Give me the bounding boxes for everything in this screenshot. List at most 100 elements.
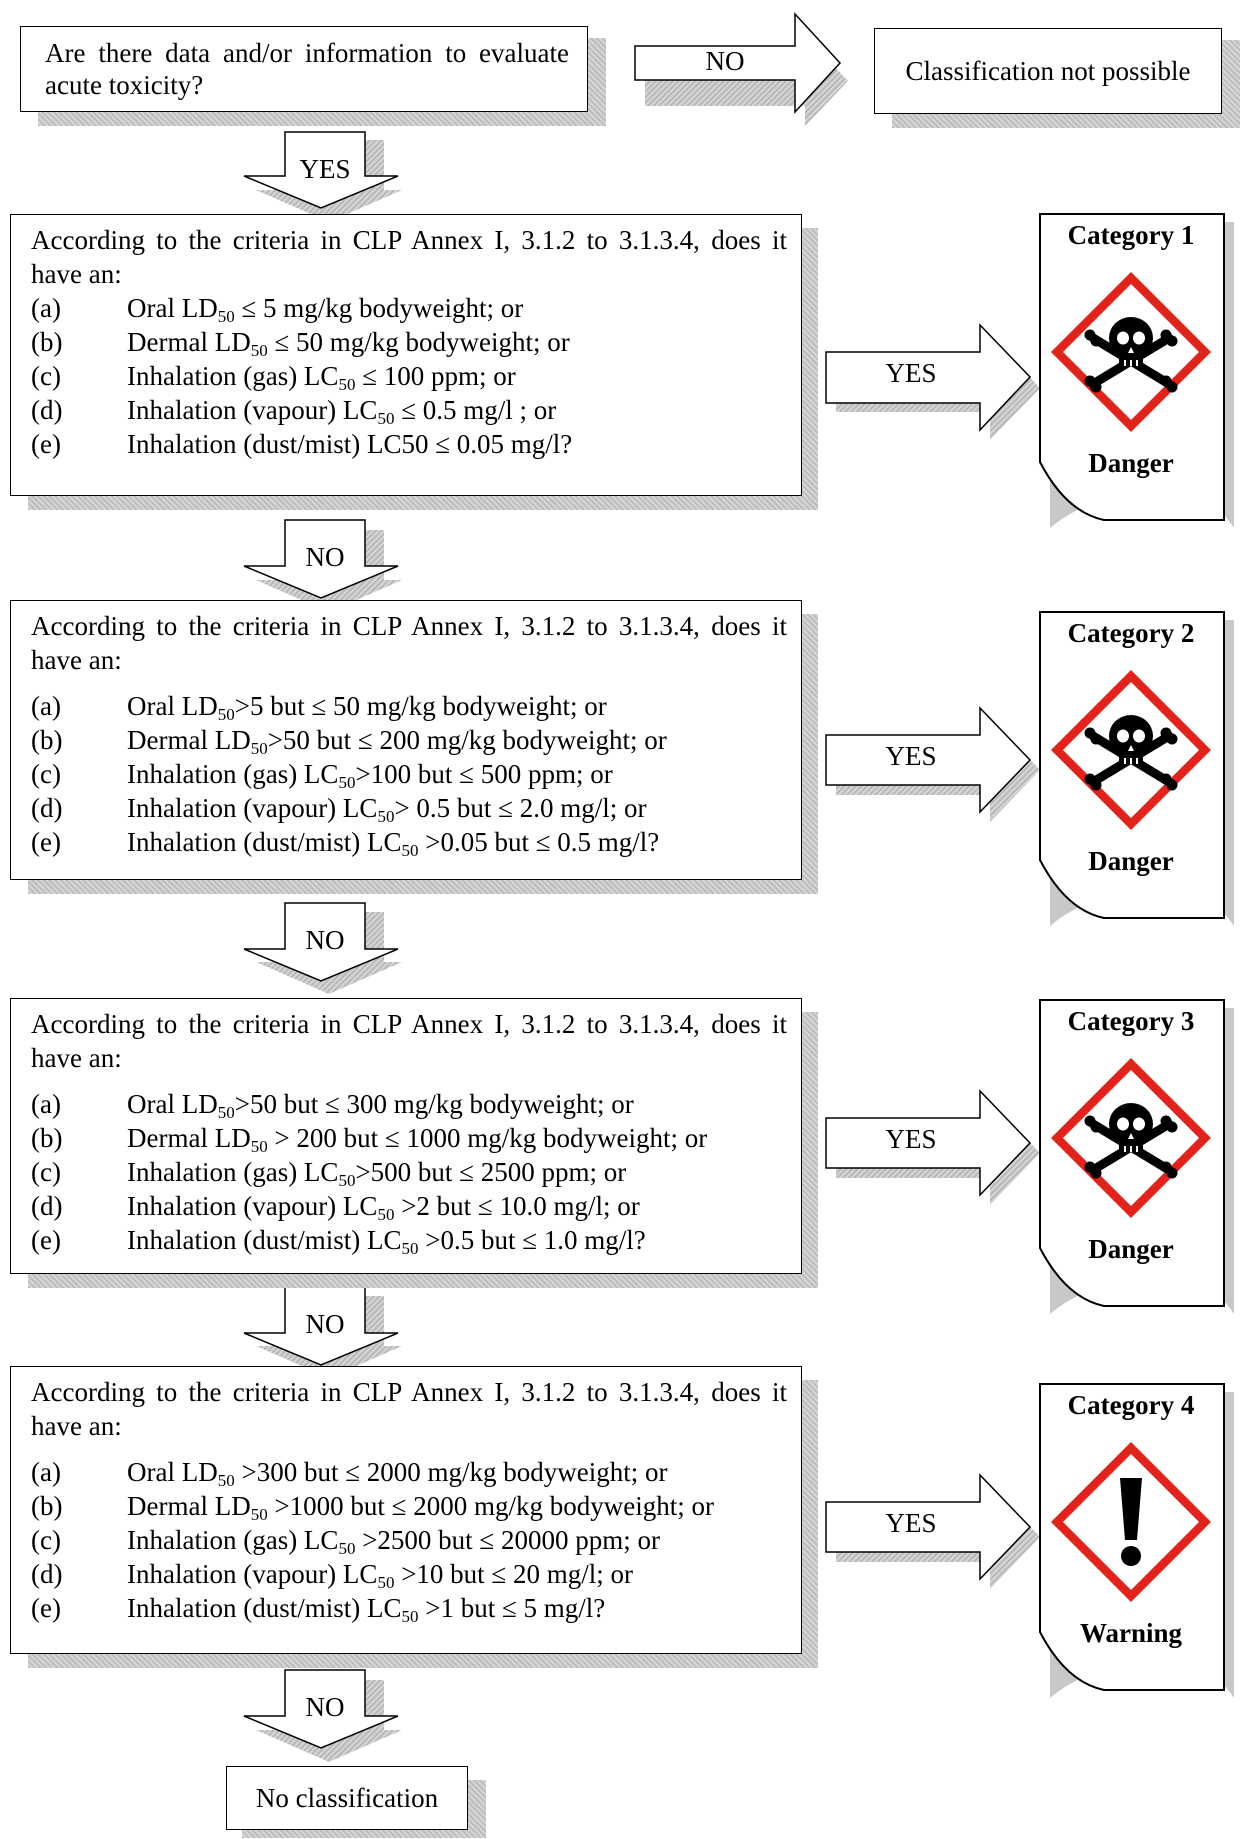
criteria-item-subscript: 50: [217, 307, 235, 326]
criteria-item-label: (a): [31, 293, 61, 323]
criteria-item-text-pre: Oral LD: [127, 691, 218, 721]
criteria-item-text: Oral LD50 ≤ 5 mg/kg bodyweight; or: [127, 291, 523, 325]
criteria-item-text: Inhalation (dust/mist) LC50 ≤ 0.05 mg/l?: [127, 427, 572, 461]
criteria-item-label: (d): [31, 1559, 63, 1589]
criteria-item-text: Dermal LD50 >1000 but ≤ 2000 mg/kg bodyw…: [127, 1489, 714, 1523]
skull-and-crossbones-icon: [1051, 670, 1211, 830]
criteria-item-text-post: >5 but ≤ 50 mg/kg bodyweight; or: [234, 691, 607, 721]
category-title: Category 3: [1067, 1006, 1195, 1036]
criteria-item-text: Inhalation (vapour) LC50 >2 but ≤ 10.0 m…: [127, 1189, 640, 1223]
classification-not-possible-text: Classification not possible: [905, 55, 1191, 86]
criteria-item-label: (b): [31, 1491, 63, 1521]
criteria-item-subscript: 50: [217, 705, 235, 724]
no-arrow-down-2: [243, 902, 402, 994]
criteria-item: (e) Inhalation (dust/mist) LC50 ≤ 0.05 m…: [31, 427, 787, 461]
criteria-item-text: Inhalation (vapour) LC50> 0.5 but ≤ 2.0 …: [127, 791, 646, 825]
no-label-down-3: NO: [305, 1309, 345, 1339]
criteria-item-subscript: 50: [377, 409, 395, 428]
criteria-item-text: Inhalation (dust/mist) LC50 >1 but ≤ 5 m…: [127, 1591, 605, 1625]
criteria-item-subscript: 50: [250, 1505, 268, 1524]
yes-label-4: YES: [885, 1508, 937, 1538]
category-card-shape: [1039, 611, 1234, 926]
criteria-item-label: (e): [31, 1225, 61, 1255]
criteria-item-text: Inhalation (gas) LC50 >2500 but ≤ 20000 …: [127, 1523, 660, 1557]
criteria-item-subscript: 50: [217, 1471, 235, 1490]
criteria-item-subscript: 50: [250, 739, 268, 758]
category-title: Category 2: [1067, 618, 1195, 648]
criteria-item-text-post: >2 but ≤ 10.0 mg/l; or: [394, 1191, 640, 1221]
no-label-down-4: NO: [305, 1692, 345, 1722]
criteria-item-text: Inhalation (gas) LC50 ≤ 100 ppm; or: [127, 359, 516, 393]
criteria-item-text-post: ≤ 50 mg/kg bodyweight; or: [267, 327, 570, 357]
criteria-item-label: (a): [31, 1457, 61, 1487]
criteria-item-label: (d): [31, 793, 63, 823]
criteria-item: (c)Inhalation (gas) LC50 ≤ 100 ppm; or: [31, 359, 787, 393]
criteria-item-subscript: 50: [401, 841, 419, 860]
criteria-item-text-post: >10 but ≤ 20 mg/l; or: [394, 1559, 633, 1589]
criteria-item-subscript: 50: [401, 1607, 419, 1626]
criteria-item-subscript: 50: [401, 1239, 419, 1258]
criteria-item-text-post: > 200 but ≤ 1000 mg/kg bodyweight; or: [267, 1123, 708, 1153]
yes-arrow-right-3: [825, 1089, 1040, 1205]
criteria-item-text-pre: Inhalation (vapour) LC: [127, 395, 378, 425]
criteria-item: (d) Inhalation (vapour) LC50 >10 but ≤ 20…: [31, 1557, 787, 1591]
criteria-item-text-post: >300 but ≤ 2000 mg/kg bodyweight; or: [234, 1457, 668, 1487]
no-label-right: NO: [705, 46, 745, 76]
yes-label-1: YES: [885, 358, 937, 388]
criteria-item-subscript: 50: [377, 1205, 395, 1224]
no-label-down-1: NO: [305, 542, 345, 572]
criteria-item-text-pre: Oral LD: [127, 293, 218, 323]
criteria-item: (a)Oral LD50>5 but ≤ 50 mg/kg bodyweight…: [31, 689, 787, 723]
criteria-item-text-pre: Inhalation (gas) LC: [127, 1157, 339, 1187]
category-card-shape: [1039, 999, 1234, 1314]
criteria-item-label: (a): [31, 1089, 61, 1119]
criteria-item-text: Inhalation (vapour) LC50 ≤ 0.5 mg/l ; or: [127, 393, 556, 427]
spacer: [31, 1075, 787, 1087]
start-question-box: Are there data and/or information to eva…: [20, 26, 588, 112]
no-classification-text: No classification: [255, 1782, 439, 1813]
criteria-item-text-post: >2500 but ≤ 20000 ppm; or: [355, 1525, 660, 1555]
criteria-item-text-post: ≤ 5 mg/kg bodyweight; or: [234, 293, 524, 323]
criteria-item: (d)Inhalation (vapour) LC50 ≤ 0.5 mg/l ;…: [31, 393, 787, 427]
criteria-item-text-post: >500 but ≤ 2500 ppm; or: [355, 1157, 627, 1187]
criteria-item-text-pre: Oral LD: [127, 1457, 218, 1487]
skull-and-crossbones-icon: [1051, 272, 1211, 432]
criteria-item-text: Inhalation (dust/mist) LC50 >0.5 but ≤ 1…: [127, 1223, 646, 1257]
criteria-item-subscript: 50: [338, 1171, 356, 1190]
criteria-item-subscript: 50: [338, 375, 356, 394]
criteria-item-text: Inhalation (gas) LC50>500 but ≤ 2500 ppm…: [127, 1155, 626, 1189]
criteria-item-text: Inhalation (gas) LC50>100 but ≤ 500 ppm;…: [127, 757, 613, 791]
criteria-item: (e)Inhalation (dust/mist) LC50 >1 but ≤ …: [31, 1591, 787, 1625]
criteria-item-label: (b): [31, 327, 63, 357]
category-title: Category 1: [1067, 220, 1195, 250]
criteria-item-text-post: >100 but ≤ 500 ppm; or: [355, 759, 613, 789]
criteria-item-text-pre: Inhalation (vapour) LC: [127, 1559, 378, 1589]
criteria-item-label: (c): [31, 1525, 61, 1555]
criteria-item-text-pre: Dermal LD: [127, 725, 251, 755]
criteria-item-label: (e): [31, 827, 61, 857]
criteria-item-text-post: >0.05 but ≤ 0.5 mg/l?: [418, 827, 660, 857]
category-card-shape: [1039, 213, 1234, 528]
criteria-item-subscript: 50: [250, 341, 268, 360]
criteria-box-3: According to the criteria in CLP Annex I…: [10, 998, 802, 1274]
criteria-item: (a) Oral LD50 >300 but ≤ 2000 mg/kg bodyw…: [31, 1455, 787, 1489]
criteria-item-text: Inhalation (dust/mist) LC50 >0.05 but ≤ …: [127, 825, 659, 859]
criteria-item-text: Dermal LD50 > 200 but ≤ 1000 mg/kg bodyw…: [127, 1121, 707, 1155]
spacer: [31, 677, 787, 689]
criteria-item-text-pre: Dermal LD: [127, 327, 251, 357]
criteria-item-subscript: 50: [377, 1573, 395, 1592]
criteria-item: (b)Dermal LD50>50 but ≤ 200 mg/kg bodywe…: [31, 723, 787, 757]
no-arrow-down-4: [243, 1669, 402, 1762]
criteria-box-4: According to the criteria in CLP Annex I…: [10, 1366, 802, 1654]
criteria-item: (c)Inhalation (gas) LC50>100 but ≤ 500 p…: [31, 757, 787, 791]
criteria-list: (a)Oral LD50 ≤ 5 mg/kg bodyweight; or(b)…: [31, 291, 787, 461]
criteria-item-subscript: 50: [217, 1103, 235, 1122]
criteria-item-subscript: 50: [338, 773, 356, 792]
criteria-item-text-post: >1000 but ≤ 2000 mg/kg bodyweight; or: [267, 1491, 714, 1521]
criteria-item-text: Inhalation (vapour) LC50 >10 but ≤ 20 mg…: [127, 1557, 633, 1591]
criteria-list: (a)Oral LD50 >300 but ≤ 2000 mg/kg bodyw…: [31, 1455, 787, 1625]
criteria-item-label: (d): [31, 1191, 63, 1221]
